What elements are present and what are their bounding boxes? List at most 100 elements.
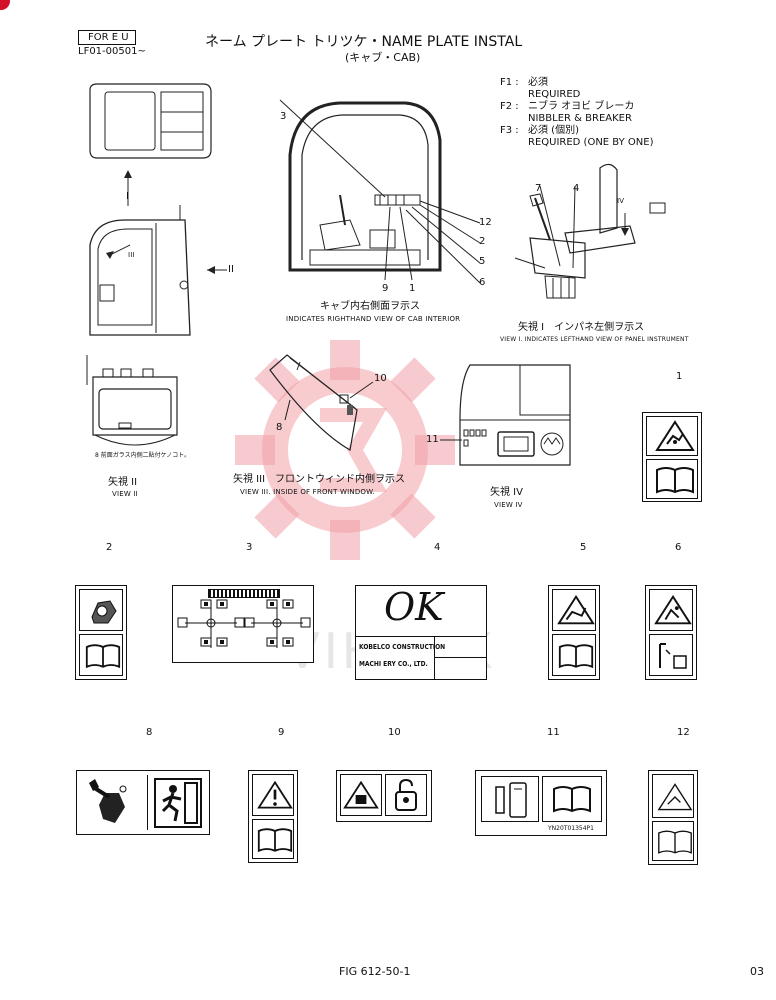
plate-10	[336, 770, 432, 822]
legend-jp-f1: 必須	[528, 77, 548, 88]
for-eu-box: FOR E U	[78, 30, 136, 45]
legend-code-f1: F1 :	[500, 77, 519, 88]
plate-9-warning	[252, 774, 294, 816]
view2-note: 8 前面ガラス内側二貼付ケノコト。	[95, 452, 191, 459]
for-eu-text: FOR E U	[88, 32, 129, 43]
arrow-view4-label: IV	[617, 197, 625, 205]
ok-mark: OK	[384, 585, 444, 629]
corner-mark	[0, 0, 10, 10]
warning-triangle-icon	[654, 594, 692, 625]
cab-interior-caption-jp: キャブ内右側面ヲ示ス	[320, 301, 420, 312]
legend-code-f2: F2 :	[500, 101, 519, 112]
part-5-number: 5	[580, 542, 587, 553]
plate-8	[76, 770, 210, 835]
legend-jp-f2: ニブラ オヨビ ブレーカ	[528, 101, 635, 112]
warning-triangle-icon	[655, 420, 695, 451]
book-icon	[257, 828, 293, 853]
arrow-view2-label: II	[228, 264, 234, 275]
legend-jp-f3: 必須 (個別)	[528, 125, 579, 136]
arrow-view1	[124, 170, 132, 206]
plate-6	[645, 585, 697, 680]
legend-en-f2: NIBBLER & BREAKER	[528, 113, 632, 124]
view2-caption-jp: 矢視 II	[108, 477, 138, 488]
plate-5-warning	[552, 589, 596, 631]
book-icon	[85, 644, 121, 669]
view1-caption-en: VIEW I. INDICATES LEFTHAND VIEW OF PANEL…	[500, 336, 689, 343]
plate-2-pictogram	[79, 589, 123, 631]
plate-9	[248, 770, 298, 863]
view1-caption-jp: 矢視 I インパネ左側ヲ示ス	[518, 322, 645, 333]
emergency-exit-icon	[154, 778, 202, 828]
page-title: ネーム プレート トリツケ・NAME PLATE INSTAL	[205, 34, 523, 50]
part-12-number: 12	[677, 727, 690, 738]
view4-drawing	[440, 364, 571, 466]
part-1-number: 1	[676, 371, 683, 382]
cab-interior-caption-en: INDICATES RIGHTHAND VIEW OF CAB INTERIOR	[286, 315, 461, 323]
plate-4-divider-h	[434, 657, 486, 658]
part-6-number: 6	[675, 542, 682, 553]
plate-11: YN20T01354P1	[475, 770, 607, 836]
book-icon	[553, 786, 591, 813]
page-subtitle: (キャブ・CAB)	[345, 51, 421, 64]
cab-side-drawing	[89, 205, 191, 336]
legend-code-f3: F3 :	[500, 125, 519, 136]
callout-6-interior: 6	[479, 277, 486, 288]
control-pattern-icon	[177, 599, 311, 648]
warning-triangle-icon	[257, 780, 293, 809]
callout-9-interior: 9	[382, 283, 389, 294]
view2-drawing	[86, 355, 178, 446]
lever-lock-icon	[659, 643, 687, 669]
view2-caption-en: VIEW II	[112, 490, 138, 498]
part-3-number: 3	[246, 542, 253, 553]
cab-interior-drawing	[279, 99, 481, 284]
page-number: 03	[750, 965, 764, 978]
hammer-hand-icon	[89, 779, 127, 823]
lock-icon	[395, 778, 417, 811]
cab-roof-drawing	[89, 83, 212, 159]
book-icon	[658, 830, 692, 854]
callout-7-view1: 7	[535, 183, 542, 194]
view3-drawing	[269, 354, 374, 451]
plate-8-divider	[147, 775, 148, 830]
plate-4-ok-area: OK	[356, 586, 486, 637]
callout-1-interior: 1	[409, 283, 416, 294]
arrow-view3-label: III	[128, 251, 135, 259]
plate-2-manual	[79, 634, 123, 676]
seat-console-drawing	[514, 163, 666, 299]
callout-11-view4: 11	[426, 434, 439, 445]
plate-12-manual	[652, 821, 694, 861]
book-icon	[558, 644, 594, 669]
legend-en-f3: REQUIRED (ONE BY ONE)	[528, 137, 654, 148]
plate-4-line2: MACHI ERY CO., LTD.	[359, 660, 428, 668]
legend: F1 : 必須 REQUIRED F2 : ニブラ オヨビ ブレーカ NIBBL…	[500, 78, 700, 158]
plate-1	[642, 412, 702, 502]
legend-en-f1: REQUIRED	[528, 89, 581, 100]
part-10-number: 10	[388, 727, 401, 738]
plate-12	[648, 770, 698, 865]
part-9-number: 9	[278, 727, 285, 738]
plate-3	[172, 585, 314, 663]
callout-2-interior: 2	[479, 236, 486, 247]
plate-5-manual	[552, 634, 596, 676]
part-2-number: 2	[106, 542, 113, 553]
warning-triangle-icon	[657, 783, 693, 811]
plate-4: OK KOBELCO CONSTRUCTION MACHI ERY CO., L…	[355, 585, 487, 680]
plate-10-left	[340, 774, 382, 816]
warning-triangle-icon	[343, 780, 379, 809]
callout-5-interior: 5	[479, 256, 486, 267]
machine-hazard-icon	[91, 600, 117, 624]
part-8-number: 8	[146, 727, 153, 738]
plate-1-manual	[646, 459, 698, 499]
callout-10-view3: 10	[374, 373, 387, 384]
callout-8-view3: 8	[276, 422, 283, 433]
plate-6-pictogram	[649, 634, 693, 676]
book-icon	[656, 467, 694, 494]
part-11-number: 11	[547, 727, 560, 738]
plate-11-right	[542, 776, 602, 822]
warning-triangle-icon	[557, 594, 595, 625]
arrow-view2	[207, 266, 227, 274]
figure-number: FIG 612-50-1	[339, 965, 411, 978]
plate-9-manual	[252, 819, 294, 859]
plate-10-right	[385, 774, 427, 816]
view4-caption-jp: 矢視 IV	[490, 487, 523, 498]
